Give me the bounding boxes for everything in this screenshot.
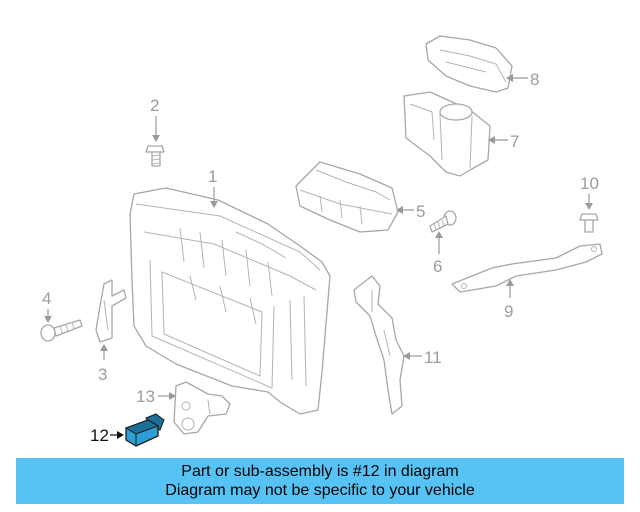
callout-1: 1 bbox=[208, 167, 218, 208]
callout-6: 6 bbox=[433, 231, 443, 276]
callout-3: 3 bbox=[98, 344, 108, 384]
svg-text:13: 13 bbox=[136, 387, 155, 406]
callout-12: 12 bbox=[90, 426, 124, 445]
part-13-bracket[interactable] bbox=[173, 381, 231, 435]
svg-text:10: 10 bbox=[580, 174, 599, 193]
svg-text:2: 2 bbox=[150, 96, 159, 115]
callout-2: 2 bbox=[150, 96, 160, 142]
callout-8: 8 bbox=[506, 70, 539, 89]
part-10-bolt[interactable] bbox=[579, 213, 599, 233]
part-4-bolt[interactable] bbox=[40, 319, 83, 342]
callout-13: 13 bbox=[136, 387, 176, 406]
part-7-air-guide[interactable] bbox=[403, 91, 491, 177]
callout-5: 5 bbox=[396, 202, 425, 221]
part-1-radiator-support[interactable] bbox=[129, 187, 331, 415]
part-6-bolt[interactable] bbox=[429, 210, 457, 233]
callout-11: 11 bbox=[403, 348, 442, 367]
svg-text:8: 8 bbox=[530, 70, 539, 89]
svg-text:12: 12 bbox=[90, 426, 109, 445]
part-9-bracket[interactable] bbox=[451, 243, 603, 293]
svg-text:6: 6 bbox=[433, 257, 442, 276]
svg-text:5: 5 bbox=[416, 202, 425, 221]
svg-text:1: 1 bbox=[208, 167, 217, 186]
svg-text:11: 11 bbox=[424, 348, 442, 367]
banner-line-2: Diagram may not be specific to your vehi… bbox=[165, 482, 475, 499]
svg-text:7: 7 bbox=[510, 132, 519, 151]
part-3-bracket[interactable] bbox=[95, 279, 127, 343]
part-12-sensor-highlighted[interactable] bbox=[124, 413, 165, 447]
part-11-side-bracket[interactable] bbox=[353, 275, 405, 415]
callout-10: 10 bbox=[580, 174, 599, 210]
svg-text:9: 9 bbox=[504, 302, 513, 321]
part-8-air-duct[interactable] bbox=[425, 35, 513, 93]
part-2-bolt[interactable] bbox=[145, 145, 165, 167]
callout-9: 9 bbox=[504, 279, 514, 321]
callout-4: 4 bbox=[42, 289, 52, 323]
info-banner: Part or sub-assembly is #12 in diagram D… bbox=[16, 458, 624, 504]
banner-line-1: Part or sub-assembly is #12 in diagram bbox=[181, 463, 459, 480]
part-5-duct[interactable] bbox=[295, 161, 399, 233]
callout-7: 7 bbox=[488, 132, 519, 151]
svg-text:4: 4 bbox=[42, 289, 51, 308]
svg-text:3: 3 bbox=[98, 365, 107, 384]
